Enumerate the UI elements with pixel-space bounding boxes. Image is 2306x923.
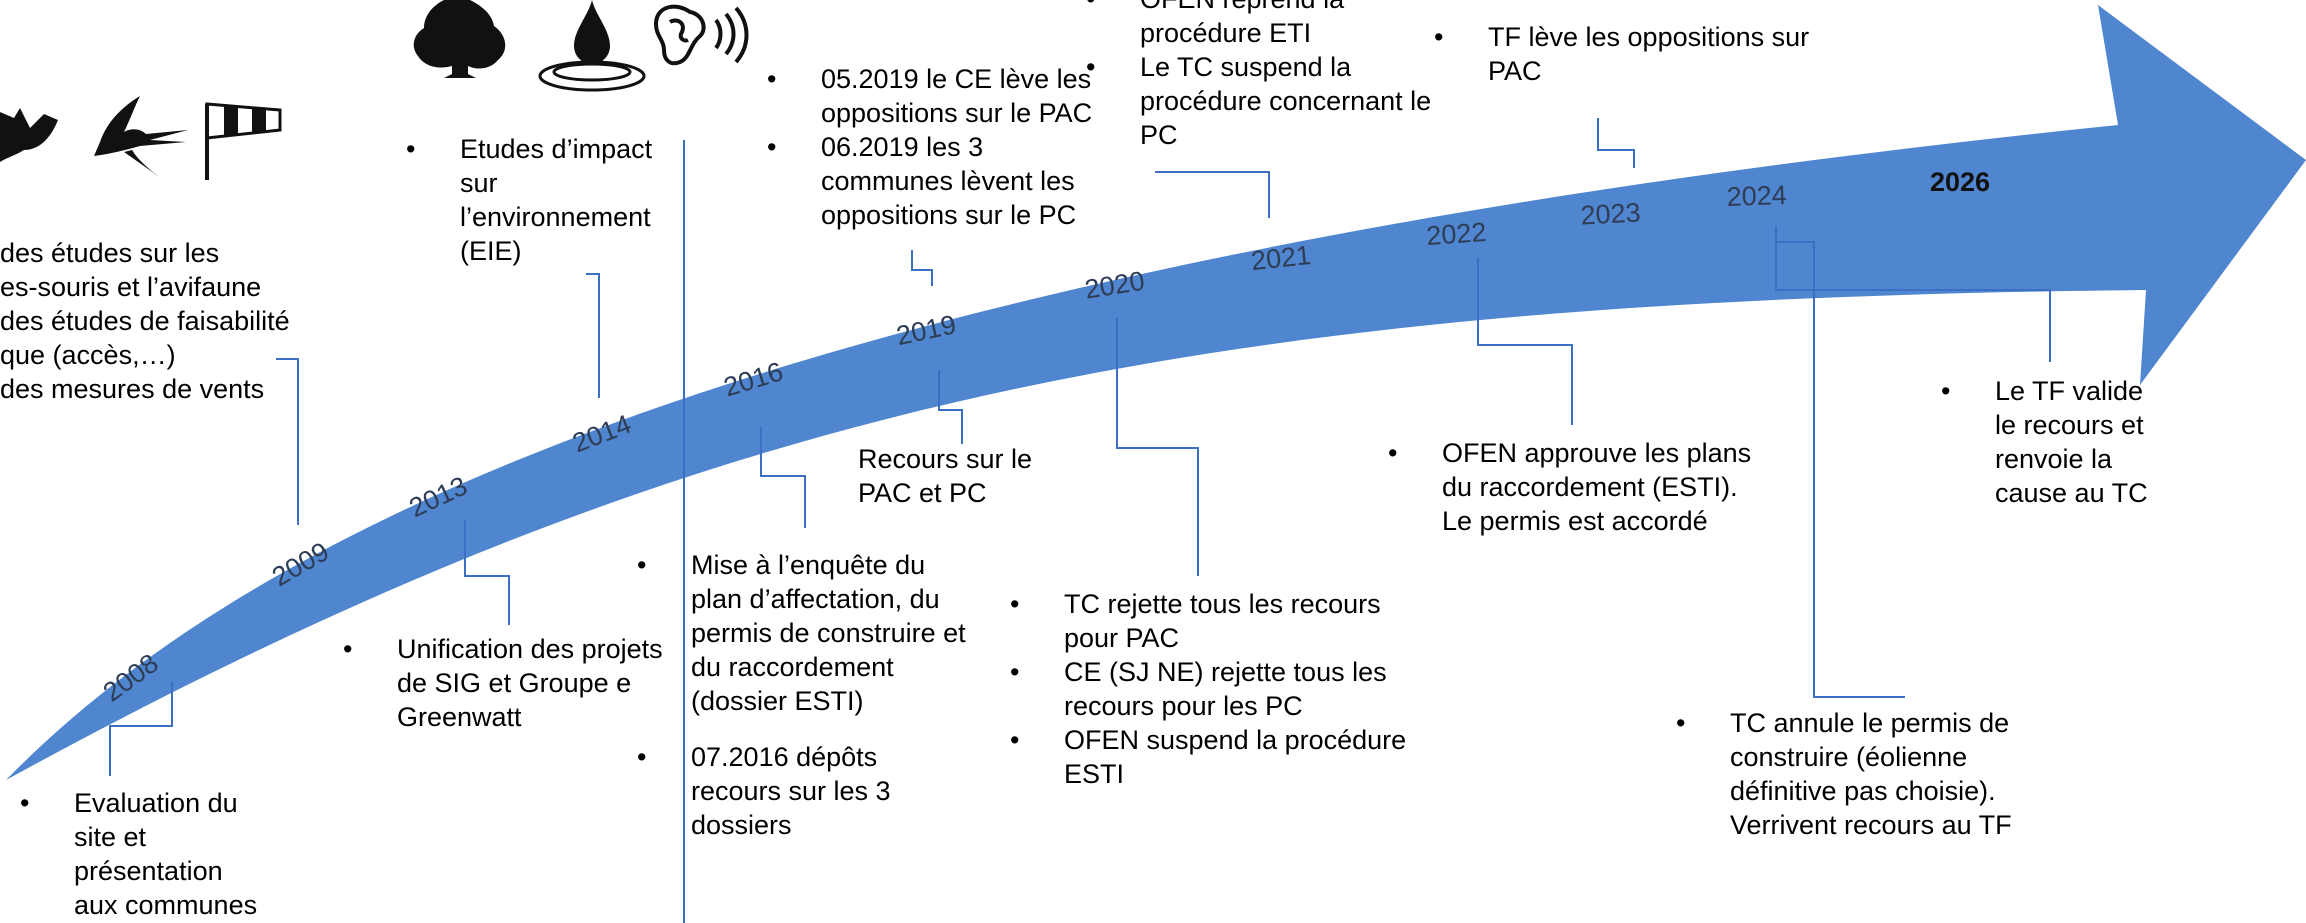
event-2022-item: OFEN approuve les plans du raccordement … (1388, 436, 1758, 538)
event-2013: Unification des projets de SIG et Groupe… (343, 632, 663, 734)
year-2024: 2024 (1726, 180, 1787, 212)
event-2016-item: 07.2016 dépôts recours sur les 3 dossier… (637, 740, 967, 842)
event-2020-item: CE (SJ NE) rejette tous les recours pour… (1010, 655, 1410, 723)
event-2008: Evaluation du site et présentation aux c… (20, 786, 260, 922)
year-2026: 2026 (1930, 167, 1990, 197)
event-2009-line: des études de faisabilité (0, 306, 290, 336)
ear-sound-icon (653, 4, 749, 66)
water-drop-icon (538, 0, 646, 92)
year-2022: 2022 (1425, 217, 1487, 251)
event-2020-item: TC rejette tous les recours pour PAC (1010, 587, 1410, 655)
event-2013-item: Unification des projets de SIG et Groupe… (343, 632, 663, 734)
tree-icon (413, 0, 506, 78)
year-2021: 2021 (1250, 240, 1313, 276)
event-2009-line: que (accès,…) (0, 340, 176, 370)
event-2023: TF lève les oppositions sur PAC (1434, 20, 1814, 88)
swallow-icon (94, 96, 188, 178)
event-2020-item: OFEN suspend la procédure ESTI (1010, 723, 1410, 791)
event-2016-item: Mise à l’enquête du plan d’affectation, … (637, 548, 967, 718)
event-2014-item: Etudes d’impact sur l’environnement (EIE… (406, 132, 676, 268)
event-2026-item: Le TF valide le recours et renvoie la ca… (1941, 374, 2171, 510)
event-2024: TC annule le permis de construire (éolie… (1676, 706, 2076, 842)
event-2020: TC rejette tous les recours pour PAC CE … (1010, 587, 1410, 791)
event-2019-top: 05.2019 le CE lève les oppositions sur l… (767, 62, 1097, 232)
event-2016: Mise à l’enquête du plan d’affectation, … (637, 548, 967, 842)
event-2019-bottom: Recours sur le PAC et PC (858, 442, 1068, 510)
event-2021-item: Le TC suspend la procédure concernant le… (1086, 50, 1458, 152)
event-2008-item: Evaluation du site et présentation aux c… (20, 786, 260, 922)
event-2009-line: des mesures de vents (0, 374, 265, 404)
event-2026: Le TF valide le recours et renvoie la ca… (1941, 374, 2171, 510)
event-2021: OFEN reprend la procédure ETI Le TC susp… (1086, 0, 1458, 152)
event-2019-item: 05.2019 le CE lève les oppositions sur l… (767, 62, 1097, 130)
event-2023-item: TF lève les oppositions sur PAC (1434, 20, 1814, 88)
timeline-arrow (6, 5, 2306, 780)
year-2023: 2023 (1580, 197, 1642, 230)
event-2009-line: des études sur les (0, 238, 220, 268)
event-2024-item: TC annule le permis de construire (éolie… (1676, 706, 2076, 842)
windsock-icon (205, 102, 282, 180)
event-2019-item: 06.2019 les 3 communes lèvent les opposi… (767, 130, 1097, 232)
event-2019-bottom-text: Recours sur le PAC et PC (858, 444, 1033, 508)
event-2021-item: OFEN reprend la procédure ETI (1086, 0, 1458, 50)
event-2009-line: es-souris et l’avifaune (0, 272, 262, 302)
bat-icon (0, 108, 58, 162)
event-2022: OFEN approuve les plans du raccordement … (1388, 436, 1758, 538)
event-2014: Etudes d’impact sur l’environnement (EIE… (406, 132, 676, 268)
event-2009: des études sur les es-souris et l’avifau… (0, 236, 340, 406)
